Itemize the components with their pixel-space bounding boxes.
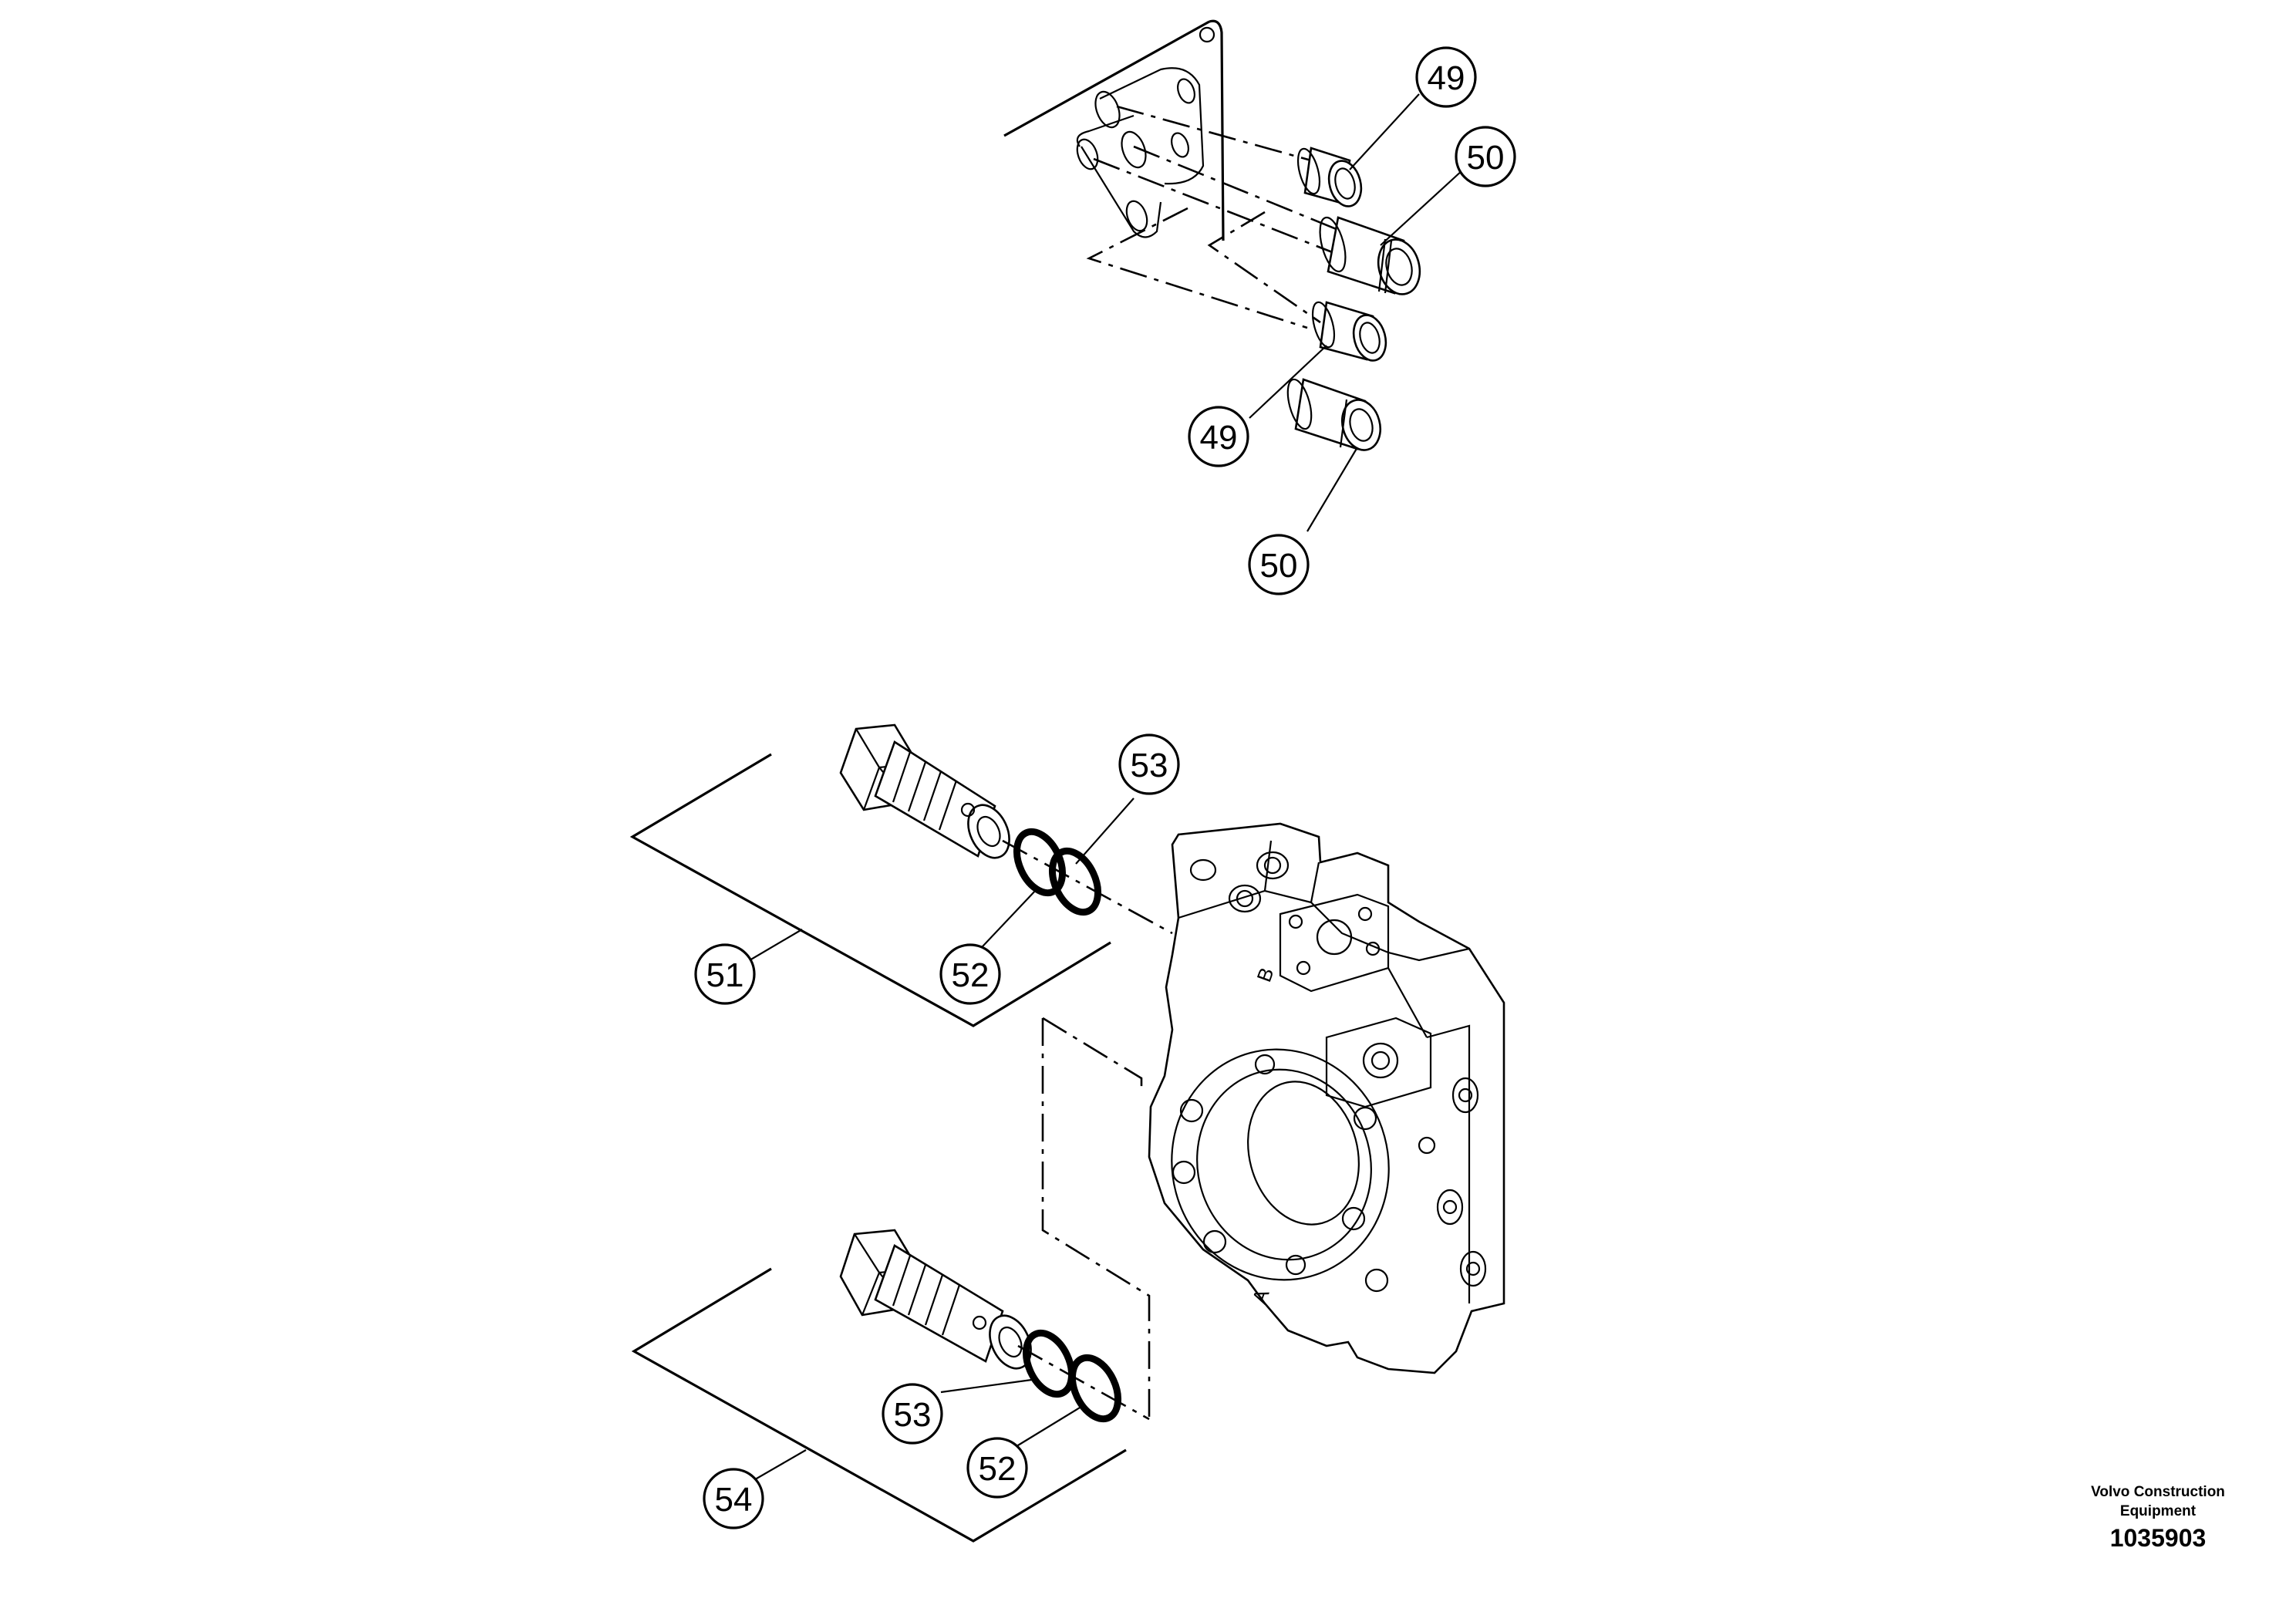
assembly-centerline-lower — [1041, 1018, 1151, 1419]
port-plate — [1003, 19, 1225, 241]
callout-49-lower: 49 — [1188, 406, 1249, 467]
callout-label: 50 — [1467, 139, 1505, 177]
brand-block: Volvo Construction Equipment — [2081, 1482, 2235, 1521]
o-ring-53-upper — [1048, 847, 1102, 916]
document-number: 1035903 — [2109, 1524, 2207, 1552]
callout-label: 49 — [1428, 59, 1465, 97]
relief-valve-51-assembly — [629, 723, 1173, 1027]
assembly-centerlines-top — [1086, 105, 1343, 329]
callout-54: 54 — [703, 1468, 764, 1529]
o-ring-52-upper — [1013, 828, 1067, 897]
plug-49-upper — [1296, 147, 1363, 207]
callout-53-lower: 53 — [882, 1383, 943, 1445]
callout-label: 49 — [1200, 419, 1238, 457]
plug-49-lower — [1311, 301, 1387, 362]
callout-label: 54 — [715, 1481, 753, 1519]
callout-50-upper: 50 — [1455, 126, 1516, 187]
plug-50-lower — [1286, 378, 1382, 451]
plug-50-upper — [1319, 216, 1421, 295]
brand-name-line2: Equipment — [2119, 1503, 2197, 1519]
callout-49-upper: 49 — [1415, 46, 1477, 108]
relief-valve-cartridge-lower — [839, 1229, 1032, 1370]
callout-label: 50 — [1260, 547, 1298, 585]
callout-leaders — [736, 93, 1464, 1491]
callout-53-upper: 53 — [1118, 733, 1180, 795]
callout-label: 52 — [979, 1450, 1017, 1488]
callout-label: 53 — [1131, 747, 1168, 784]
callout-label: 53 — [894, 1396, 932, 1434]
relief-valve-cartridge-upper — [839, 723, 1010, 859]
callout-51: 51 — [694, 943, 756, 1005]
callout-label: 51 — [706, 956, 744, 994]
brand-name-line1: Volvo Construction — [2091, 1484, 2225, 1500]
top-assembly — [1003, 19, 1421, 451]
callout-50-lower: 50 — [1248, 534, 1310, 595]
o-ring-53-lower — [1022, 1329, 1076, 1398]
callout-52-lower: 52 — [966, 1437, 1028, 1499]
assembly-centerline-housing — [1042, 1017, 1143, 1089]
relief-valve-54-assembly — [631, 1229, 1150, 1543]
o-ring-52-lower — [1068, 1354, 1122, 1423]
callout-52-upper: 52 — [939, 943, 1001, 1005]
valve-housing: B A — [1148, 822, 1505, 1374]
callout-label: 52 — [952, 956, 990, 994]
